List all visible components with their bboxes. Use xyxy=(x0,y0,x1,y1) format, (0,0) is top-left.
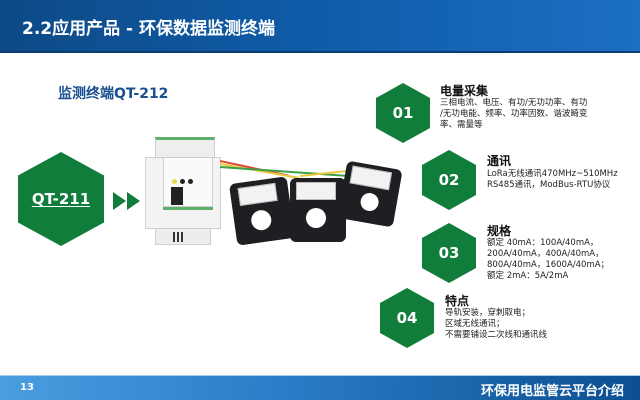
product-badge-hexagon: QT-211 xyxy=(18,152,104,246)
feature-description: 额定 40mA：100A/40mA， 200A/40mA，400A/40mA， … xyxy=(487,238,609,282)
feature-description: 三相电流、电压、有功/无功功率、有功 /无功电能、频率、功率因数、谐波畸变 率、… xyxy=(440,98,587,131)
footer-title: 环保用电监管云平台介绍 xyxy=(480,384,624,399)
feature-line: 三相电流、电压、有功/无功功率、有功 xyxy=(440,98,588,108)
feature-description: LoRa无线通讯470MHz~510MHz RS485通讯，ModBus-RTU… xyxy=(487,169,618,191)
feature-number-02-hexagon: 02 xyxy=(422,150,476,210)
terminal-device-illustration xyxy=(145,137,221,245)
header-bar: 2.2应用产品 - 环保数据监测终端 xyxy=(0,0,640,53)
product-subtitle: 监测终端QT-212 xyxy=(58,86,169,102)
arrow-right-icon xyxy=(127,192,140,210)
feature-line: RS485通讯，ModBus-RTU协议 xyxy=(487,180,611,190)
slide-title: 2.2应用产品 - 环保数据监测终端 xyxy=(22,19,276,39)
feature-number: 04 xyxy=(396,309,418,327)
feature-line: 800A/40mA，1600A/40mA； xyxy=(487,260,610,270)
current-transformer xyxy=(290,178,346,242)
feature-number: 01 xyxy=(392,104,414,122)
page-number: 13 xyxy=(20,382,34,393)
feature-number-01-hexagon: 01 xyxy=(376,83,430,143)
feature-line: 额定 2mA：5A/2mA xyxy=(487,271,569,281)
feature-title: 规格 xyxy=(487,224,512,238)
feature-line: 区域无线通讯； xyxy=(445,319,505,329)
arrow-right-icon xyxy=(113,192,126,210)
feature-number: 03 xyxy=(438,244,460,262)
feature-line: 200A/40mA，400A/40mA， xyxy=(487,249,604,259)
feature-title: 特点 xyxy=(445,294,470,308)
feature-line: LoRa无线通讯470MHz~510MHz xyxy=(487,169,618,179)
feature-line: 导轨安装，穿刺取电； xyxy=(445,308,531,318)
product-badge-label: QT-211 xyxy=(31,190,91,208)
feature-line: 额定 40mA：100A/40mA， xyxy=(487,238,599,248)
feature-title: 电量采集 xyxy=(440,84,489,98)
feature-line: 率、需量等 xyxy=(440,120,483,130)
feature-line: /无功电能、频率、功率因数、谐波畸变 xyxy=(440,109,588,119)
current-transformer xyxy=(228,176,296,246)
footer-bar: 13 环保用电监管云平台介绍 xyxy=(0,375,640,400)
feature-description: 导轨安装，穿刺取电； 区域无线通讯； 不需要铺设二次线和通讯线 xyxy=(445,308,547,341)
feature-line: 不需要铺设二次线和通讯线 xyxy=(445,330,548,340)
current-transformer xyxy=(337,160,403,228)
feature-number: 02 xyxy=(438,171,460,189)
feature-number-03-hexagon: 03 xyxy=(422,223,476,283)
feature-title: 通讯 xyxy=(487,154,512,168)
feature-number-04-hexagon: 04 xyxy=(380,288,434,348)
